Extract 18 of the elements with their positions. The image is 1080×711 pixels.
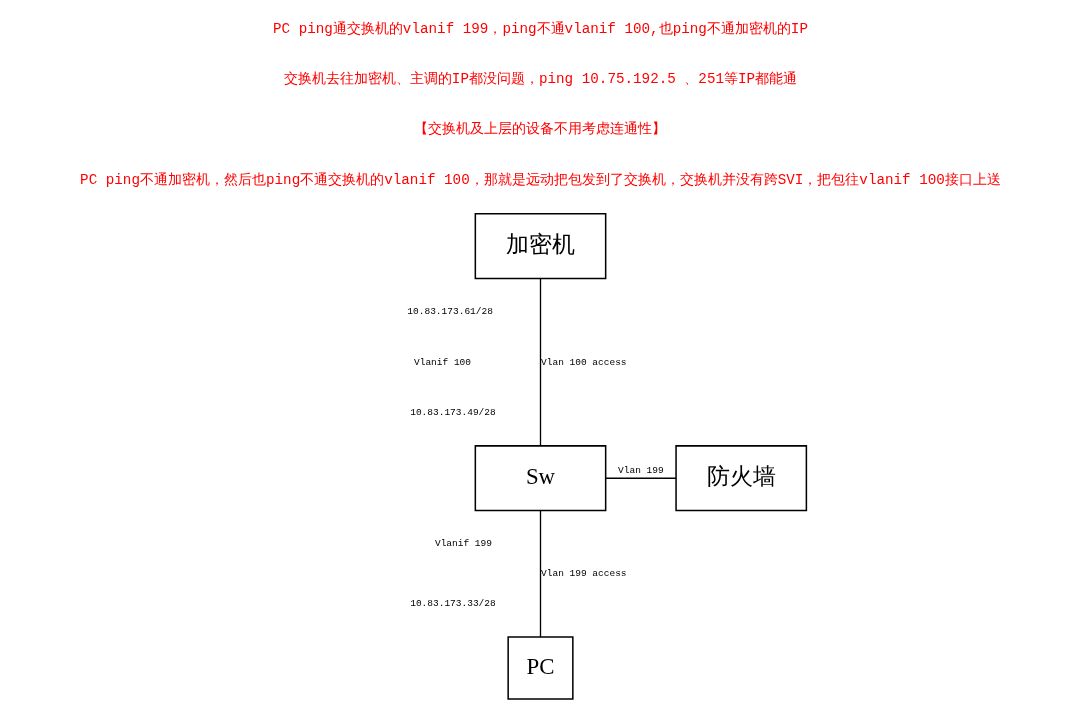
connector [539, 277, 541, 447]
node-box: Sw [474, 445, 606, 512]
node-box: 加密机 [474, 213, 606, 280]
edge-label: Vlan 199 [617, 464, 664, 476]
connector [539, 509, 541, 638]
label: 10.83.173.49/28 [409, 406, 496, 418]
label: PC ping通交换机的vlanif 199，ping不通vlanif 100,也ping不通加密机的IP [272, 20, 808, 37]
node-label: 10.83.173.61/28 [406, 306, 493, 318]
label: 10.83.173.33/28 [409, 598, 496, 610]
label: 【交换机及上层的设备不用考虑连通性】 [414, 121, 666, 138]
label: Vlanif 100 [413, 356, 471, 368]
node-box: PC [506, 636, 574, 700]
label: Vlanif 199 [434, 538, 492, 550]
label: 交换机去往加密机、主调的IP都没问题，ping 10.75.192.5 、251等IP都能通 [283, 70, 797, 87]
connector [604, 477, 677, 479]
edge-label: Vlan 100 access [540, 356, 627, 368]
edge-label: Vlan 199 access [540, 568, 627, 580]
node-box: 防火墙 [674, 445, 807, 512]
